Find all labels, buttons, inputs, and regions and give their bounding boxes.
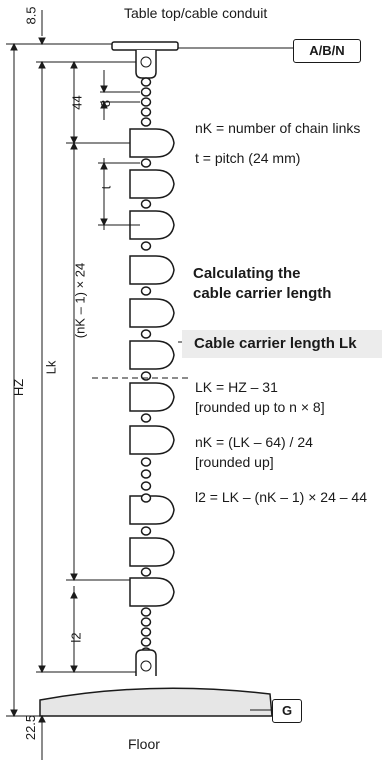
carrier-segment — [129, 495, 175, 525]
carrier-segment — [129, 210, 175, 240]
chain-link — [140, 241, 152, 251]
dim-hz: HZ — [11, 378, 27, 397]
top-clamp — [135, 50, 157, 79]
chain-link — [140, 469, 152, 479]
chain-link — [140, 493, 152, 503]
formula-nk: nK = (LK – 64) / 24 — [195, 434, 313, 450]
dim-bottom-offset: 22.5 — [23, 714, 39, 741]
arrow-down — [70, 136, 78, 145]
chain-link — [140, 457, 152, 467]
carrier-segment — [129, 128, 175, 158]
arrow-up — [10, 42, 18, 51]
floor-label: Floor — [128, 736, 160, 752]
chain-link — [140, 107, 152, 117]
table-top-label: Table top/cable conduit — [124, 5, 268, 21]
chain-link — [140, 526, 152, 536]
dim-top-offset: 8.5 — [23, 6, 39, 25]
dim-link-pitch: 8 — [98, 99, 114, 108]
chain-link — [140, 627, 152, 637]
section-title: Cable carrier length Lk — [182, 330, 382, 358]
arrow-up — [70, 141, 78, 150]
chain-link — [140, 617, 152, 627]
legend-pitch: t = pitch (24 mm) — [195, 150, 301, 166]
legend-nk: nK = number of chain links — [195, 120, 361, 136]
chain-link — [140, 158, 152, 168]
dim-lk: Lk — [43, 360, 59, 375]
chain-link — [140, 481, 152, 491]
carrier-segment — [129, 425, 175, 455]
chain-link — [140, 413, 152, 423]
arrow-down — [70, 665, 78, 674]
carrier-segment — [129, 577, 175, 607]
chain-link — [140, 607, 152, 617]
connector-top-badge: A/B/N — [293, 39, 361, 63]
carrier-segment — [129, 169, 175, 199]
chain-link — [140, 97, 152, 107]
arrow-up — [38, 714, 46, 723]
calculation-title-line2: cable carrier length — [193, 285, 332, 302]
carrier-segment — [129, 382, 175, 412]
formula-lk-note: [rounded up to n × 8] — [195, 399, 325, 415]
dim-middle: (nK – 1) × 24 — [72, 262, 88, 339]
calculation-title-line1: Calculating the — [193, 265, 301, 282]
arrow-down — [70, 573, 78, 582]
carrier-segment — [129, 298, 175, 328]
arrow-up — [70, 60, 78, 69]
arrow-down — [38, 37, 46, 46]
floor-base — [39, 687, 273, 717]
arrow-up — [38, 60, 46, 69]
carrier-segment — [129, 537, 175, 567]
arrow-down — [100, 85, 108, 94]
formula-lk: LK = HZ – 31 — [195, 379, 278, 395]
chain-link — [140, 77, 152, 87]
chain-link — [140, 371, 152, 381]
chain-link — [140, 199, 152, 209]
arrow-down — [100, 218, 108, 227]
arrow-up — [70, 590, 78, 599]
chain-link — [140, 329, 152, 339]
chain-link — [140, 567, 152, 577]
top-bracket — [111, 41, 179, 51]
calculation-title: Calculating the cable carrier length — [193, 264, 331, 304]
dim-l2: l2 — [68, 632, 84, 643]
chain-link — [140, 117, 152, 127]
bottom-clamp-bolt — [140, 660, 152, 672]
dim-upper: 44 — [69, 95, 85, 110]
connector-bottom-badge: G — [272, 699, 302, 723]
chain-link — [140, 87, 152, 97]
arrow-up — [100, 100, 108, 109]
bottom-clamp — [135, 649, 157, 676]
arrow-down — [10, 709, 18, 718]
carrier-segment — [129, 255, 175, 285]
arrow-up — [100, 161, 108, 170]
formula-nk-note: [rounded up] — [195, 454, 274, 470]
formula-l2: l2 = LK – (nK – 1) × 24 – 44 — [195, 489, 368, 505]
chain-link — [140, 637, 152, 647]
arrow-down — [38, 665, 46, 674]
chain-link — [140, 286, 152, 296]
carrier-segment — [129, 340, 175, 370]
dim-pitch: t — [98, 185, 114, 190]
top-clamp-bolt — [140, 56, 152, 68]
